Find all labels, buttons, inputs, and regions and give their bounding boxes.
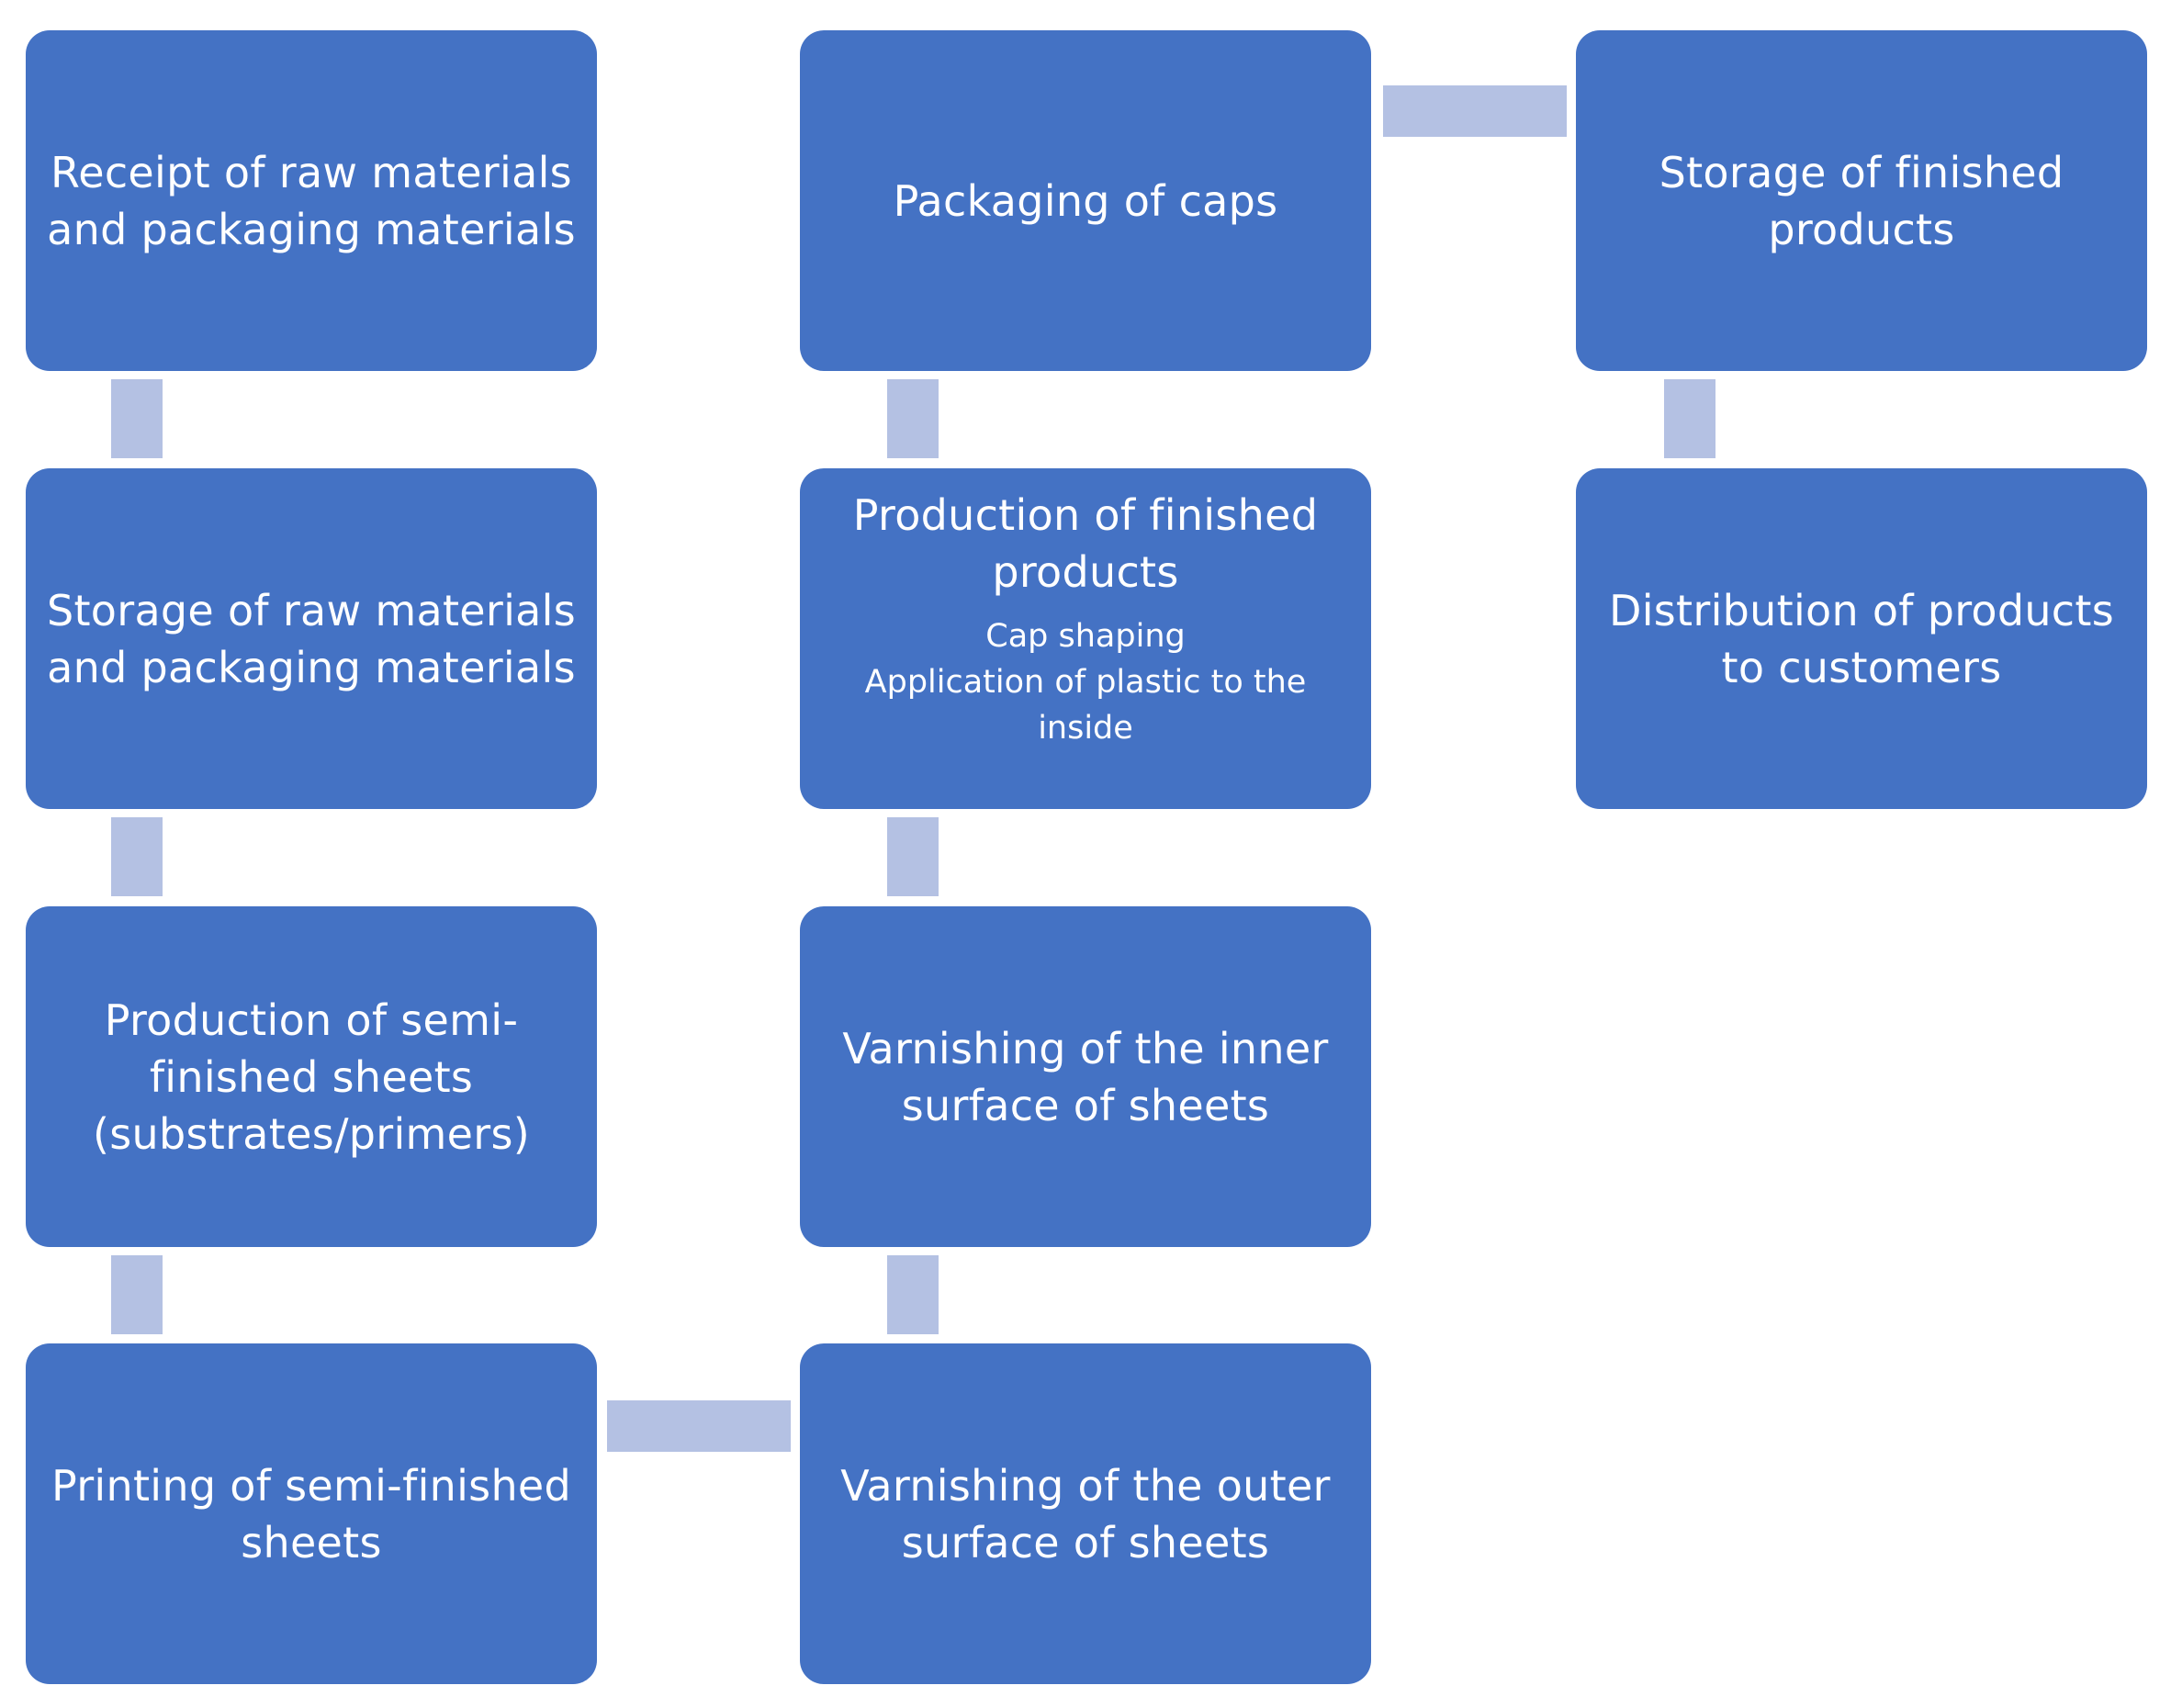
step-varnish-outer-title: Varnishing of the outer surface of sheet… [840, 1460, 1331, 1568]
connector-varnish-inner-production [887, 817, 939, 896]
step-distribution-box: Distribution of products to customers [1576, 468, 2147, 809]
step-storage-raw-box: Storage of raw materials and packaging m… [26, 468, 597, 809]
step-varnish-inner-box: Varnishing of the inner surface of sheet… [800, 906, 1371, 1247]
step-storage-finished-title: Storage of finished products [1659, 147, 2064, 254]
step-printing-title: Printing of semi-finished sheets [51, 1460, 571, 1568]
step-packaging-caps-title: Packaging of caps [893, 175, 1278, 226]
step-distribution-title: Distribution of products to customers [1608, 585, 2115, 692]
connector-production-packaging [887, 379, 939, 458]
connector-packaging-storage-finished [1383, 85, 1567, 137]
connector-printing-varnish-outer [607, 1400, 791, 1452]
detail-plastic-application: Application of plastic to the inside [864, 664, 1307, 747]
step-semi-finished-title: Production of semi-finished sheets (subs… [93, 994, 530, 1159]
connector-varnish-outer-inner [887, 1255, 939, 1334]
step-storage-finished-box: Storage of finished products [1576, 30, 2147, 371]
step-packaging-caps-box: Packaging of caps [800, 30, 1371, 371]
step-production-finished-box: Production of finished products Cap shap… [800, 468, 1371, 809]
connector-semifinished-printing [111, 1255, 163, 1334]
detail-cap-shaping: Cap shaping [985, 618, 1186, 655]
step-varnish-inner-title: Varnishing of the inner surface of sheet… [842, 1023, 1329, 1130]
step-production-finished-title: Production of finished products [852, 490, 1319, 597]
connector-receipt-storage [111, 379, 163, 458]
connector-storage-semifinished [111, 817, 163, 896]
step-production-finished-details: Cap shaping Application of plastic to th… [847, 613, 1324, 751]
step-receipt-box: Receipt of raw materials and packaging m… [26, 30, 597, 371]
step-varnish-outer-box: Varnishing of the outer surface of sheet… [800, 1343, 1371, 1684]
step-semi-finished-box: Production of semi-finished sheets (subs… [26, 906, 597, 1247]
connector-storage-distribution [1664, 379, 1715, 458]
step-receipt-title: Receipt of raw materials and packaging m… [47, 147, 576, 254]
step-storage-raw-title: Storage of raw materials and packaging m… [46, 585, 577, 692]
step-printing-box: Printing of semi-finished sheets [26, 1343, 597, 1684]
